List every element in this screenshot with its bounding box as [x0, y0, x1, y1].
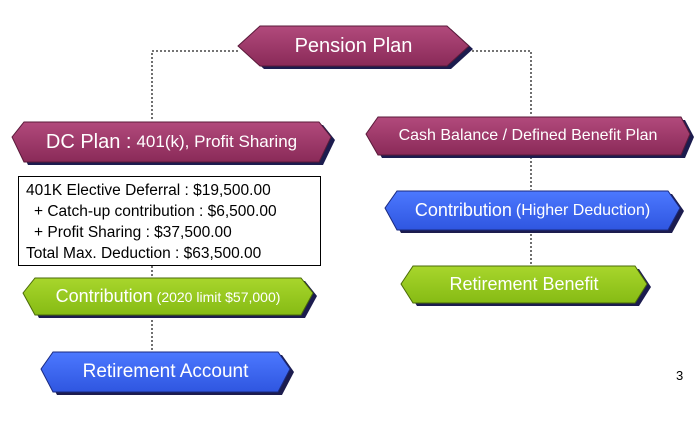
connector-title-to-left — [151, 50, 238, 121]
dc-plan-label: DC Plan : 401(k), Profit Sharing — [12, 122, 331, 162]
detail-line-elective-deferral: 401K Elective Deferral : $19,500.00 — [26, 182, 271, 199]
detail-line-profit-sharing: + Profit Sharing : $37,500.00 — [34, 224, 232, 241]
retirement-account-label: Retirement Account — [41, 352, 290, 392]
detail-line-total: Total Max. Deduction : $63,500.00 — [26, 245, 262, 262]
left-contribution-sub: (2020 limit $57,000) — [156, 288, 281, 305]
detail-line-catch-up: + Catch-up contribution : $6,500.00 — [34, 203, 277, 220]
page-number: 3 — [676, 368, 684, 383]
cash-balance-label: Cash Balance / Defined Benefit Plan — [366, 117, 690, 155]
retirement-benefit-text: Retirement Benefit — [449, 274, 599, 294]
dc-plan-label-sub: 401(k), Profit Sharing — [136, 132, 298, 151]
connector-lines — [151, 50, 532, 352]
cash-balance-label-text: Cash Balance / Defined Benefit Plan — [398, 127, 658, 144]
right-contribution-label: Contribution (Higher Deduction) — [385, 191, 680, 230]
dc-plan-details-box: 401K Elective Deferral : $19,500.00 + Ca… — [18, 176, 321, 266]
cash-balance-shape — [365, 116, 691, 156]
right-contribution-sub: (Higher Deduction) — [515, 201, 651, 219]
pension-plan-hexagon — [237, 25, 470, 67]
left-contribution-label: Contribution (2020 limit $57,000) — [23, 278, 313, 315]
retirement-account-shape — [40, 351, 291, 393]
dc-plan-shape — [11, 121, 332, 163]
pension-plan-title-text: Pension Plan — [294, 34, 413, 57]
pension-plan-title: Pension Plan — [238, 26, 469, 66]
left-contribution-main: Contribution — [55, 286, 153, 306]
right-contribution-main: Contribution — [414, 200, 512, 220]
retirement-account-text: Retirement Account — [82, 361, 249, 382]
retirement-benefit-shape — [400, 265, 648, 304]
connector-title-to-right — [452, 50, 532, 115]
retirement-benefit-label: Retirement Benefit — [401, 266, 647, 303]
right-contribution-shape — [384, 190, 681, 231]
dc-plan-label-main: DC Plan : — [45, 130, 132, 153]
left-contribution-shape — [22, 277, 314, 316]
